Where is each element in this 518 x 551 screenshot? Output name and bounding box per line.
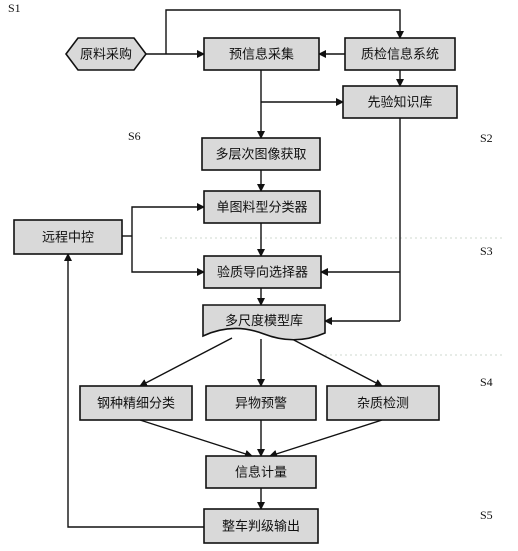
stage-label-s6: S6 bbox=[128, 129, 141, 143]
edge-remote-to-selector bbox=[131, 236, 205, 276]
node-foreign-alert-label: 异物预警 bbox=[235, 396, 287, 412]
node-raw-purchase: 原料采购 bbox=[65, 37, 147, 71]
node-info-measure-label: 信息计量 bbox=[235, 465, 287, 481]
node-multiscale-model: 多尺度模型库 bbox=[202, 304, 326, 341]
edge-steel-to-measure bbox=[139, 419, 253, 458]
edge-purchase-to-qc bbox=[165, 9, 404, 54]
node-multiscale-model-label: 多尺度模型库 bbox=[225, 313, 303, 329]
edge-impurity-to-measure bbox=[269, 419, 383, 458]
node-quality-selector-label: 验质导向选择器 bbox=[217, 265, 308, 281]
edge-remote-to-classifier bbox=[131, 203, 205, 236]
node-impurity-detect: 杂质检测 bbox=[326, 385, 440, 421]
node-multi-image-label: 多层次图像获取 bbox=[215, 147, 306, 163]
node-qc-system: 质检信息系统 bbox=[344, 37, 456, 71]
stage-label-s4: S4 bbox=[480, 375, 493, 389]
node-info-measure: 信息计量 bbox=[205, 455, 317, 489]
node-pre-info: 预信息采集 bbox=[203, 37, 320, 71]
node-prior-kb: 先验知识库 bbox=[342, 85, 458, 119]
node-steel-classify: 钢种精细分类 bbox=[79, 385, 193, 421]
node-steel-classify-label: 钢种精细分类 bbox=[97, 397, 175, 412]
stage-label-s5: S5 bbox=[480, 508, 493, 522]
stage-label-s2: S2 bbox=[480, 131, 493, 145]
node-impurity-detect-label: 杂质检测 bbox=[357, 397, 409, 412]
node-multi-image: 多层次图像获取 bbox=[201, 137, 321, 171]
node-prior-kb-label: 先验知识库 bbox=[367, 95, 432, 111]
node-remote-control-label: 远程中控 bbox=[42, 231, 94, 246]
node-remote-control: 远程中控 bbox=[13, 219, 123, 255]
edge-model-to-steel bbox=[139, 337, 233, 387]
edge-model-to-impurity bbox=[289, 337, 383, 387]
node-vehicle-output: 整车判级输出 bbox=[203, 508, 319, 544]
node-single-classifier: 单图料型分类器 bbox=[203, 190, 321, 224]
stage-label-s1: S1 bbox=[8, 1, 21, 15]
stage-label-s3: S3 bbox=[480, 244, 493, 258]
node-pre-info-label: 预信息采集 bbox=[229, 47, 294, 63]
node-raw-purchase-label: 原料采购 bbox=[80, 47, 132, 63]
node-qc-system-label: 质检信息系统 bbox=[361, 47, 439, 63]
edge-output-to-remote bbox=[64, 253, 204, 528]
node-single-classifier-label: 单图料型分类器 bbox=[216, 201, 307, 216]
node-quality-selector: 验质导向选择器 bbox=[203, 255, 322, 289]
node-foreign-alert: 异物预警 bbox=[205, 385, 317, 421]
node-vehicle-output-label: 整车判级输出 bbox=[222, 519, 300, 535]
